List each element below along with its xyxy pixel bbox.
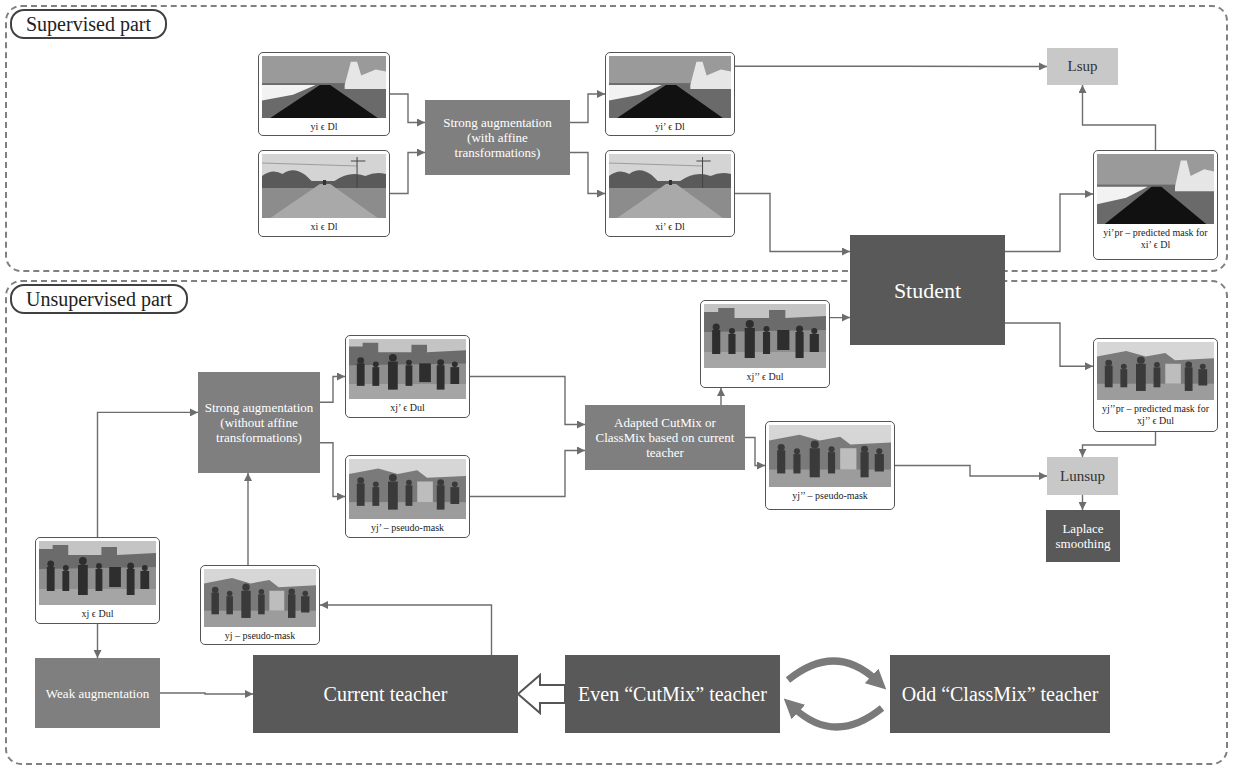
image-panel: xi’ ϵ Dl xyxy=(605,150,735,237)
process-box: Adapted CutMix or ClassMix based on curr… xyxy=(585,405,745,470)
image-caption: yi ϵ Dl xyxy=(259,121,389,133)
region-heading: Unsupervised part xyxy=(10,284,188,314)
flow-arrow xyxy=(1005,194,1093,252)
block-arrow xyxy=(518,675,565,713)
region-panel: Supervised part yi ϵ Dl xi ϵ Dl Strong augm… xyxy=(5,5,1228,272)
box-label: Strong augmentation (without affine tran… xyxy=(204,400,314,445)
image-caption: yj – pseudo-mask xyxy=(201,630,319,642)
box-label: Even “CutMix” teacher xyxy=(578,683,767,706)
photo-image xyxy=(349,339,466,399)
image-caption: yj’ – pseudo-mask xyxy=(346,522,469,534)
flow-arrow xyxy=(745,438,765,466)
image-panel: xj ϵ Dul xyxy=(35,537,160,624)
flow-arrow xyxy=(320,605,492,655)
image-panel: xj’’ ϵ Dul xyxy=(700,300,830,388)
image-panel: yi’pr – predicted mask for xi’ ϵ Dl xyxy=(1093,150,1218,260)
model-box: Student xyxy=(850,235,1005,345)
image-caption: xj ϵ Dul xyxy=(36,608,159,620)
box-label: Student xyxy=(894,278,961,303)
flow-arrow xyxy=(98,412,199,537)
mask-image xyxy=(1097,342,1214,400)
flow-arrow xyxy=(160,693,253,694)
mask-image xyxy=(349,459,466,519)
flow-arrow xyxy=(97,624,98,658)
image-caption: xj’ ϵ Dul xyxy=(346,402,469,414)
image-panel: yj – pseudo-mask xyxy=(200,565,320,645)
image-panel: xj’ ϵ Dul xyxy=(345,335,470,418)
photo-image xyxy=(704,304,826,368)
image-caption: yj’’ – pseudo-mask xyxy=(766,490,894,502)
model-box: Odd “ClassMix” teacher xyxy=(890,655,1110,733)
box-label: Lunsup xyxy=(1060,468,1105,485)
mask-image xyxy=(204,569,316,627)
image-caption: yj’’pr – predicted mask for xj’’ ϵ Dul xyxy=(1094,403,1217,427)
box-label: Weak augmentation xyxy=(46,686,149,701)
mask-image xyxy=(262,56,386,118)
flow-arrow xyxy=(735,194,850,252)
photo-image xyxy=(262,154,386,218)
image-panel: yi’ ϵ Dl xyxy=(605,52,735,136)
flow-arrow xyxy=(320,443,345,497)
photo-image xyxy=(609,154,731,218)
mask-image xyxy=(609,56,731,118)
cycle-arc xyxy=(794,708,882,727)
box-label: Current teacher xyxy=(324,683,448,706)
flow-arrow xyxy=(1082,495,1083,510)
flow-arrow xyxy=(895,466,1047,477)
flow-arrow xyxy=(735,66,1047,68)
flow-arrow xyxy=(470,451,585,497)
flow-arrow xyxy=(1083,432,1156,457)
cycle-arrows xyxy=(788,661,882,727)
cycle-arc xyxy=(788,661,876,680)
mask-image xyxy=(1097,154,1214,224)
image-caption: yi’ ϵ Dl xyxy=(606,121,734,133)
box-label: Lsup xyxy=(1068,58,1098,75)
flow-arrow xyxy=(247,473,248,565)
region-heading: Supervised part xyxy=(10,9,167,39)
image-panel: yj’’ – pseudo-mask xyxy=(765,421,895,510)
loss-box: Lunsup xyxy=(1047,457,1118,495)
process-box: Strong augmentation (with affine transfo… xyxy=(425,100,570,175)
flow-arrow xyxy=(720,388,721,405)
box-label: Adapted CutMix or ClassMix based on curr… xyxy=(591,415,739,460)
loss-box: Lsup xyxy=(1047,48,1118,85)
region-panel: Unsupervised part xj’’ ϵ Dul yj’’pr – pred… xyxy=(5,280,1228,765)
image-caption: xj’’ ϵ Dul xyxy=(701,371,829,383)
image-caption: yi’pr – predicted mask for xi’ ϵ Dl xyxy=(1094,227,1217,251)
image-caption: xi’ ϵ Dl xyxy=(606,221,734,233)
box-label: Strong augmentation (with affine transfo… xyxy=(431,115,564,160)
flow-arrow xyxy=(1005,323,1093,366)
flow-arrow xyxy=(390,94,425,123)
image-panel: xi ϵ Dl xyxy=(258,150,390,237)
model-box: Current teacher xyxy=(253,655,518,733)
box-label: Odd “ClassMix” teacher xyxy=(902,683,1099,706)
flow-arrow xyxy=(570,94,605,123)
process-box: Strong augmentation (without affine tran… xyxy=(198,372,320,473)
flow-arrow xyxy=(390,153,425,194)
flow-arrow xyxy=(470,377,585,425)
box-label: Laplace smoothing xyxy=(1052,521,1114,551)
image-panel: yj’’pr – predicted mask for xj’’ ϵ Dul xyxy=(1093,338,1218,432)
image-panel: yj’ – pseudo-mask xyxy=(345,455,470,538)
flow-arrow xyxy=(1083,85,1156,150)
image-caption: xi ϵ Dl xyxy=(259,221,389,233)
mask-image xyxy=(769,425,891,487)
model-box: Laplace smoothing xyxy=(1046,510,1120,562)
photo-image xyxy=(39,541,156,605)
flow-arrow xyxy=(570,153,605,194)
image-panel: yi ϵ Dl xyxy=(258,52,390,136)
process-box: Weak augmentation xyxy=(35,658,160,728)
model-box: Even “CutMix” teacher xyxy=(565,655,780,733)
flow-arrow xyxy=(830,317,850,319)
flow-arrow xyxy=(320,377,345,403)
